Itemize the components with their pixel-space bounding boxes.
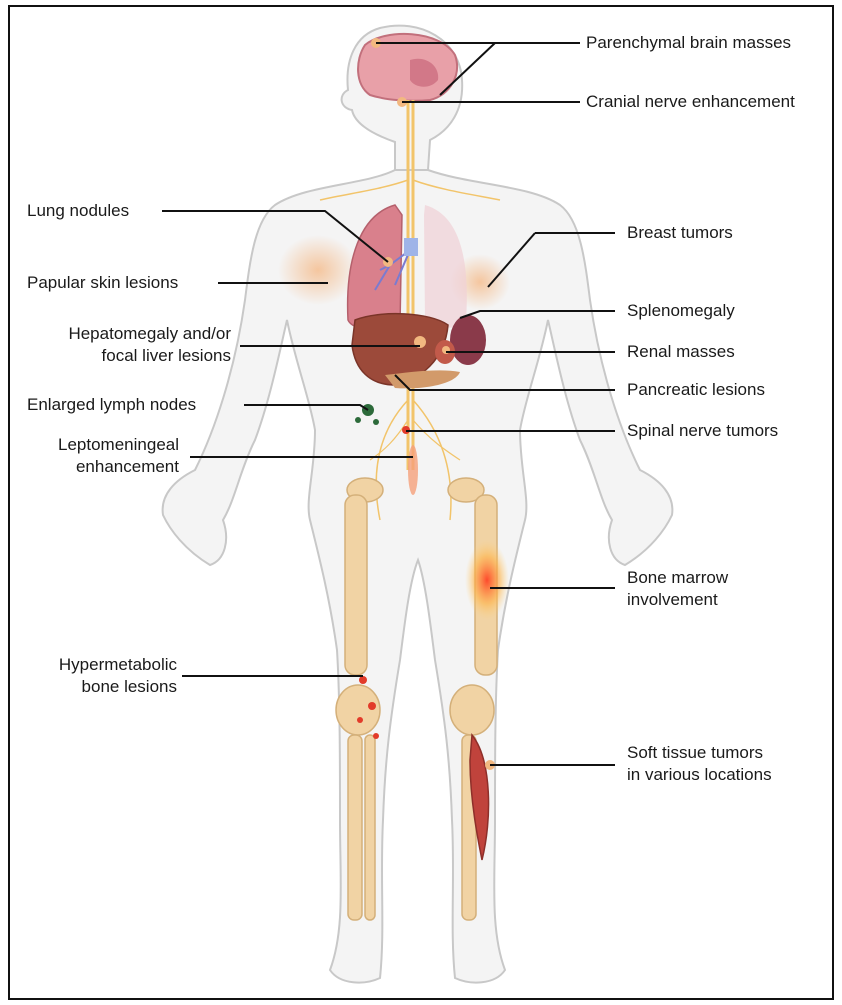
label-leptomeningeal-line1: Leptomeningeal <box>27 434 179 456</box>
label-pancreatic: Pancreatic lesions <box>627 379 765 401</box>
body-silhouette <box>163 26 673 983</box>
skin-lesion-area <box>278 235 358 305</box>
label-splenomegaly: Splenomegaly <box>627 300 735 322</box>
label-parenchymal-brain: Parenchymal brain masses <box>586 32 791 54</box>
spleen <box>450 315 486 365</box>
label-leptomeningeal: Leptomeningeal enhancement <box>27 434 179 478</box>
label-cranial-nerve: Cranial nerve enhancement <box>586 91 795 113</box>
label-hypermetabolic-line1: Hypermetabolic <box>27 654 177 676</box>
label-soft-tissue-line2: in various locations <box>627 764 772 786</box>
label-hypermetabolic: Hypermetabolic bone lesions <box>27 654 177 698</box>
label-hepatomegaly-line1: Hepatomegaly and/or <box>27 323 231 345</box>
label-leptomeningeal-line2: enhancement <box>27 456 179 478</box>
bone-marrow-glow <box>465 540 509 620</box>
label-papular-skin: Papular skin lesions <box>27 272 178 294</box>
label-hepatomegaly-line2: focal liver lesions <box>27 345 231 367</box>
label-soft-tissue: Soft tissue tumors in various locations <box>627 742 772 786</box>
label-bone-marrow-line2: involvement <box>627 589 728 611</box>
label-bone-marrow-line1: Bone marrow <box>627 567 728 589</box>
label-spinal-nerve: Spinal nerve tumors <box>627 420 778 442</box>
label-soft-tissue-line1: Soft tissue tumors <box>627 742 772 764</box>
label-hypermetabolic-line2: bone lesions <box>27 676 177 698</box>
trachea <box>404 238 418 256</box>
label-breast-tumors: Breast tumors <box>627 222 733 244</box>
label-lung-nodules: Lung nodules <box>27 200 129 222</box>
label-renal-masses: Renal masses <box>627 341 735 363</box>
label-hepatomegaly: Hepatomegaly and/or focal liver lesions <box>27 323 231 367</box>
label-lymph-nodes: Enlarged lymph nodes <box>27 394 196 416</box>
label-bone-marrow: Bone marrow involvement <box>627 567 728 611</box>
leptomeningeal-spot <box>408 445 418 495</box>
